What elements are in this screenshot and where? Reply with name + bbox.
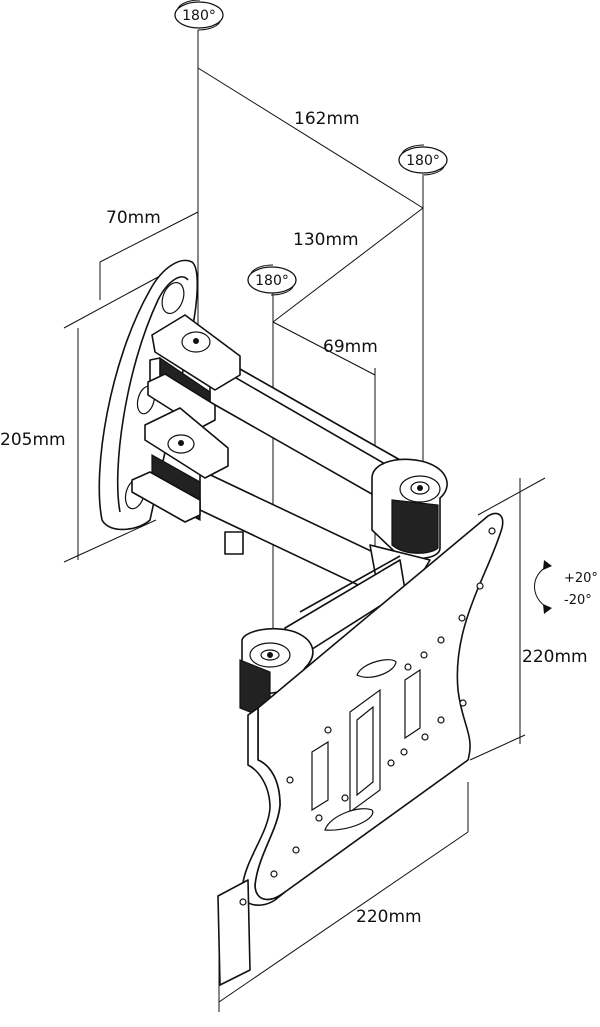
dim-label-70: 70mm [106, 208, 161, 228]
dim-label-130: 130mm [293, 230, 359, 250]
dimension-labels: 162mm 130mm 69mm 70mm 205mm 220mm 220mm [0, 109, 588, 927]
dimension-lines [63, 30, 546, 1012]
rotation-label-middle: 180° [406, 153, 440, 169]
rotation-badge-top: 180° [174, 0, 224, 31]
dim-label-162: 162mm [294, 109, 360, 129]
rotation-badge-middle: 180° [398, 144, 448, 176]
upper-arm [147, 314, 401, 511]
tilt-up-label: +20° [564, 571, 598, 586]
dim-label-69: 69mm [323, 337, 378, 357]
rotation-label-top: 180° [182, 8, 216, 24]
tilt-indicator: +20° -20° [534, 560, 598, 614]
dim-label-220-width: 220mm [356, 907, 422, 927]
dim-label-220-height: 220mm [522, 647, 588, 667]
vesa-plate [217, 512, 504, 986]
lower-arm [131, 407, 391, 601]
rotation-label-lower: 180° [255, 273, 289, 289]
rotation-badge-lower: 180° [247, 264, 297, 296]
dim-label-205: 205mm [0, 430, 66, 450]
tilt-down-label: -20° [564, 593, 592, 608]
